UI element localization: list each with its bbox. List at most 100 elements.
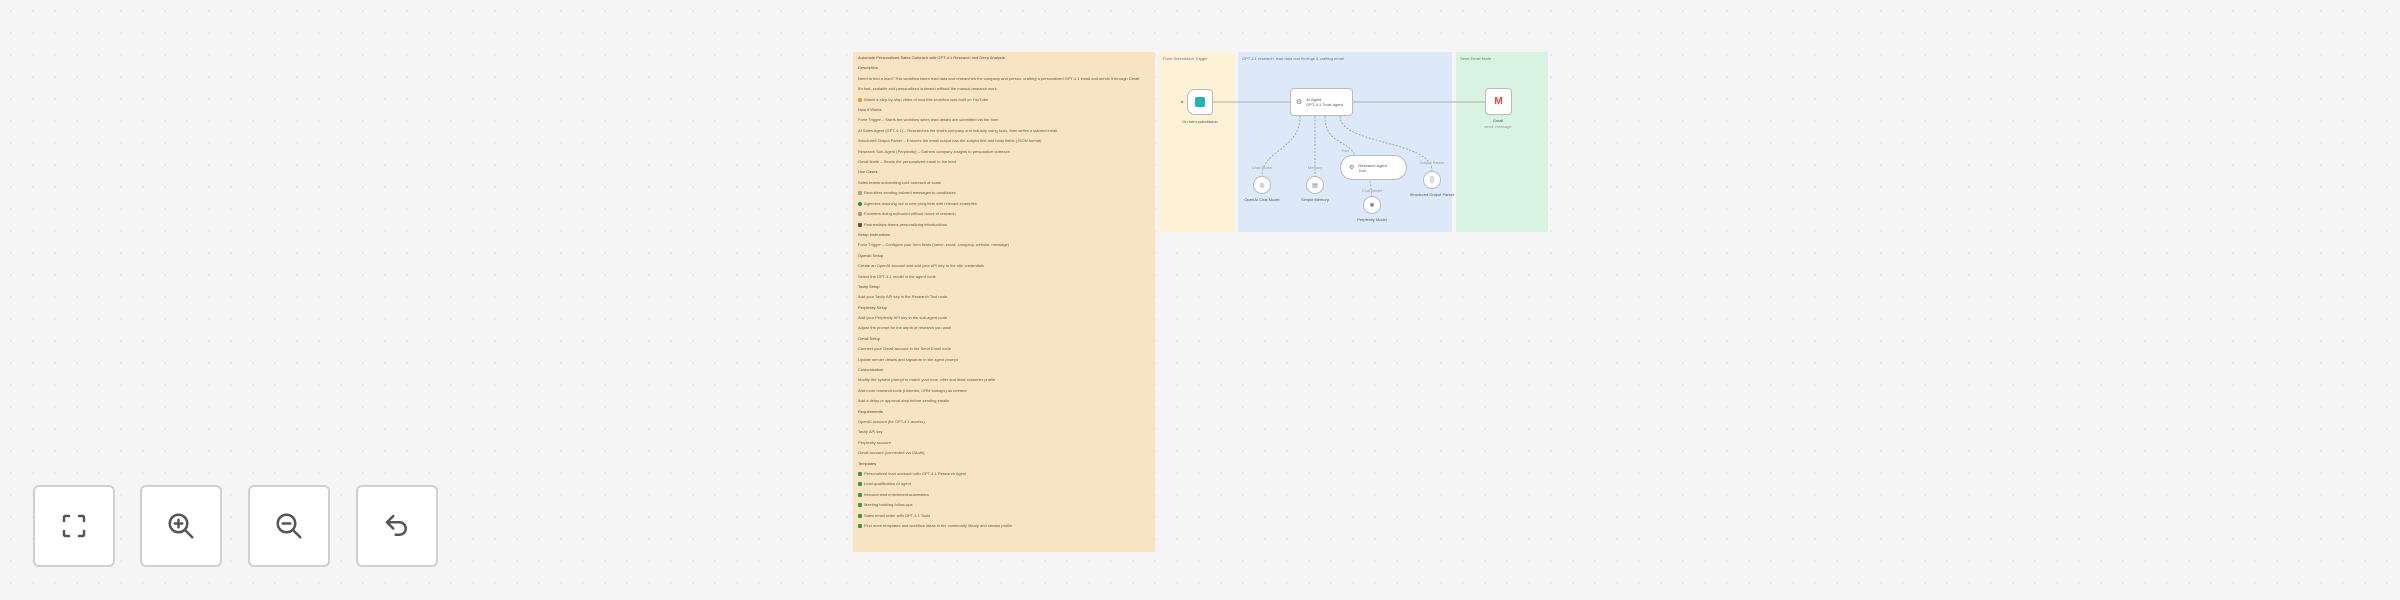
- note-line: Structured Output Parser – Ensures the e…: [858, 139, 1150, 143]
- note-text: Customization: [858, 368, 884, 373]
- note-line: Sales email writer with GPT-4.1 Tools: [858, 513, 1150, 518]
- note-line: Lead qualification AI agent: [858, 482, 1150, 487]
- perplexity-icon: ✱: [1369, 202, 1375, 209]
- note-line: Agencies reaching out to new prospects w…: [858, 201, 1150, 206]
- note-line: Add more research tools (LinkedIn, CRM l…: [858, 389, 1150, 393]
- note-line: Research Sub-Agent (Perplexity) – Gather…: [858, 150, 1150, 154]
- note-line: Form Trigger – Starts the workflow when …: [858, 118, 1150, 122]
- note-line: Perplexity account: [858, 441, 1150, 445]
- note-line: Recruiters sending tailored messages to …: [858, 191, 1150, 196]
- note-heading: Requirements: [858, 410, 1150, 414]
- section-form-trigger[interactable]: Form Submission Trigger: [1159, 52, 1235, 232]
- note-text: Research Sub-Agent (Perplexity) – Gather…: [858, 149, 1010, 154]
- note-text: Partnerships teams personalizing introdu…: [864, 222, 947, 227]
- sticky-note-instructions[interactable]: Automate Personalized Sales Outreach wit…: [853, 52, 1155, 552]
- note-text: AI Sales Agent (GPT-4.1) – Researches th…: [858, 128, 1059, 133]
- port-label: Chat Model: [1251, 165, 1273, 170]
- note-line: Meeting booking follow-ups: [858, 503, 1150, 508]
- note-heading: Tavily Setup: [858, 285, 1150, 289]
- chat-model-node[interactable]: ◎: [1253, 176, 1271, 194]
- note-text: Sales email writer with GPT-4.1 Tools: [864, 513, 931, 518]
- section-title: Send Email Node: [1460, 56, 1492, 61]
- note-heading: Customization: [858, 368, 1150, 372]
- port-label: Chat Model: [1361, 188, 1383, 193]
- box-icon: [858, 212, 862, 217]
- note-text: Tavily API key: [858, 430, 883, 435]
- box-icon: [858, 503, 862, 508]
- note-text: Form Trigger – Configure your form field…: [858, 243, 1010, 248]
- gmail-node[interactable]: M: [1485, 88, 1512, 115]
- section-send-email[interactable]: Send Email Node: [1456, 52, 1548, 232]
- note-line: It's fast, scalable and personalized out…: [858, 87, 1150, 91]
- note-line: Gmail Node – Sends the personalized emai…: [858, 160, 1150, 164]
- check-icon: [858, 191, 862, 196]
- dot-icon: [858, 201, 862, 206]
- section-title: Form Submission Trigger: [1163, 56, 1208, 61]
- reset-zoom-button[interactable]: [356, 485, 438, 567]
- note-text: Personalized lead outreach with GPT-4.1 …: [864, 471, 967, 476]
- note-text: Update sender details and signature in t…: [858, 357, 958, 362]
- form-trigger-node[interactable]: [1187, 89, 1213, 115]
- note-text: Add your Perplexity API key in the sub-a…: [858, 316, 948, 321]
- robot-icon: ⚙: [1349, 165, 1355, 171]
- node-label: Structured Output Parser: [1409, 192, 1455, 197]
- note-text: Gmail Node – Sends the personalized emai…: [858, 159, 956, 164]
- note-text: Templates: [858, 461, 877, 466]
- note-text: Find more templates and workflow ideas i…: [864, 524, 1013, 529]
- note-line: Update sender details and signature in t…: [858, 358, 1150, 362]
- note-text: Watch a step-by-step video of how this w…: [864, 97, 989, 102]
- video-icon: [858, 97, 862, 102]
- note-heading: Templates: [858, 462, 1150, 466]
- research-subagent-node[interactable]: ⚙ Research Agent Tool: [1340, 155, 1407, 180]
- port-label: Tool: [1341, 148, 1349, 153]
- node-label: AI Agent: [1306, 97, 1322, 102]
- zoom-in-button[interactable]: [140, 485, 222, 567]
- note-text: Add a delay or approval step before send…: [858, 399, 950, 404]
- note-text: Inbound lead enrichment automation: [864, 492, 929, 497]
- note-text: Meeting booking follow-ups: [864, 503, 913, 508]
- port-label: Memory: [1307, 165, 1323, 170]
- note-text: Automate Personalized Sales Outreach wit…: [858, 56, 1005, 60]
- note-line: Gmail account (connected via OAuth): [858, 451, 1150, 455]
- node-label: Gmail: [1492, 118, 1504, 123]
- box-icon: [858, 524, 862, 529]
- note-text: Create an OpenAI account and add your AP…: [858, 264, 984, 269]
- note-line: Adjust the prompt for the depth of resea…: [858, 326, 1150, 330]
- note-text: Tavily Setup: [858, 284, 880, 289]
- note-text: OpenAI account (for GPT-4.1 access): [858, 419, 925, 424]
- openai-icon: ◎: [1259, 182, 1265, 189]
- memory-node[interactable]: ▤: [1306, 176, 1324, 194]
- note-heading: Setup Instructions: [858, 233, 1150, 237]
- box-icon: [858, 513, 862, 518]
- note-heading: Use Cases: [858, 170, 1150, 174]
- note-text: Add more research tools (LinkedIn, CRM l…: [858, 388, 967, 393]
- note-text: Perplexity account: [858, 440, 891, 445]
- note-text: Form Trigger – Starts the workflow when …: [858, 118, 999, 123]
- note-line: Watch a step-by-step video of how this w…: [858, 97, 1150, 102]
- gmail-icon: M: [1494, 96, 1503, 107]
- robot-icon: ⚙: [1296, 99, 1303, 106]
- note-line: Sales teams automating cold outreach at …: [858, 181, 1150, 185]
- note-line: Partnerships teams personalizing introdu…: [858, 222, 1150, 227]
- note-text: Description: [858, 66, 879, 71]
- node-label: OpenAI Chat Model: [1244, 197, 1280, 202]
- note-text: Use Cases: [858, 170, 878, 175]
- note-line: Add your Tavily API key in the Research …: [858, 295, 1150, 299]
- note-line: Personalized lead outreach with GPT-4.1 …: [858, 471, 1150, 476]
- note-text: Select the GPT-4.1 model in the agent no…: [858, 274, 936, 279]
- note-heading: Description: [858, 66, 1150, 70]
- note-text: How it Works: [858, 108, 882, 113]
- section-agent[interactable]: GPT-4.1 research, lead data and findings…: [1238, 52, 1452, 232]
- perplexity-model-node[interactable]: ✱: [1363, 196, 1381, 214]
- note-text: It's fast, scalable and personalized out…: [858, 87, 998, 92]
- note-line: Find more templates and workflow ideas i…: [858, 524, 1150, 529]
- zoom-to-fit-button[interactable]: [33, 485, 115, 567]
- note-line: OpenAI account (for GPT-4.1 access): [858, 420, 1150, 424]
- output-parser-node[interactable]: {}: [1423, 171, 1441, 189]
- node-label: Simple Memory: [1301, 197, 1329, 202]
- node-label: On form submission: [1182, 119, 1218, 124]
- fit-view-icon: [62, 514, 86, 538]
- zoom-out-button[interactable]: [248, 485, 330, 567]
